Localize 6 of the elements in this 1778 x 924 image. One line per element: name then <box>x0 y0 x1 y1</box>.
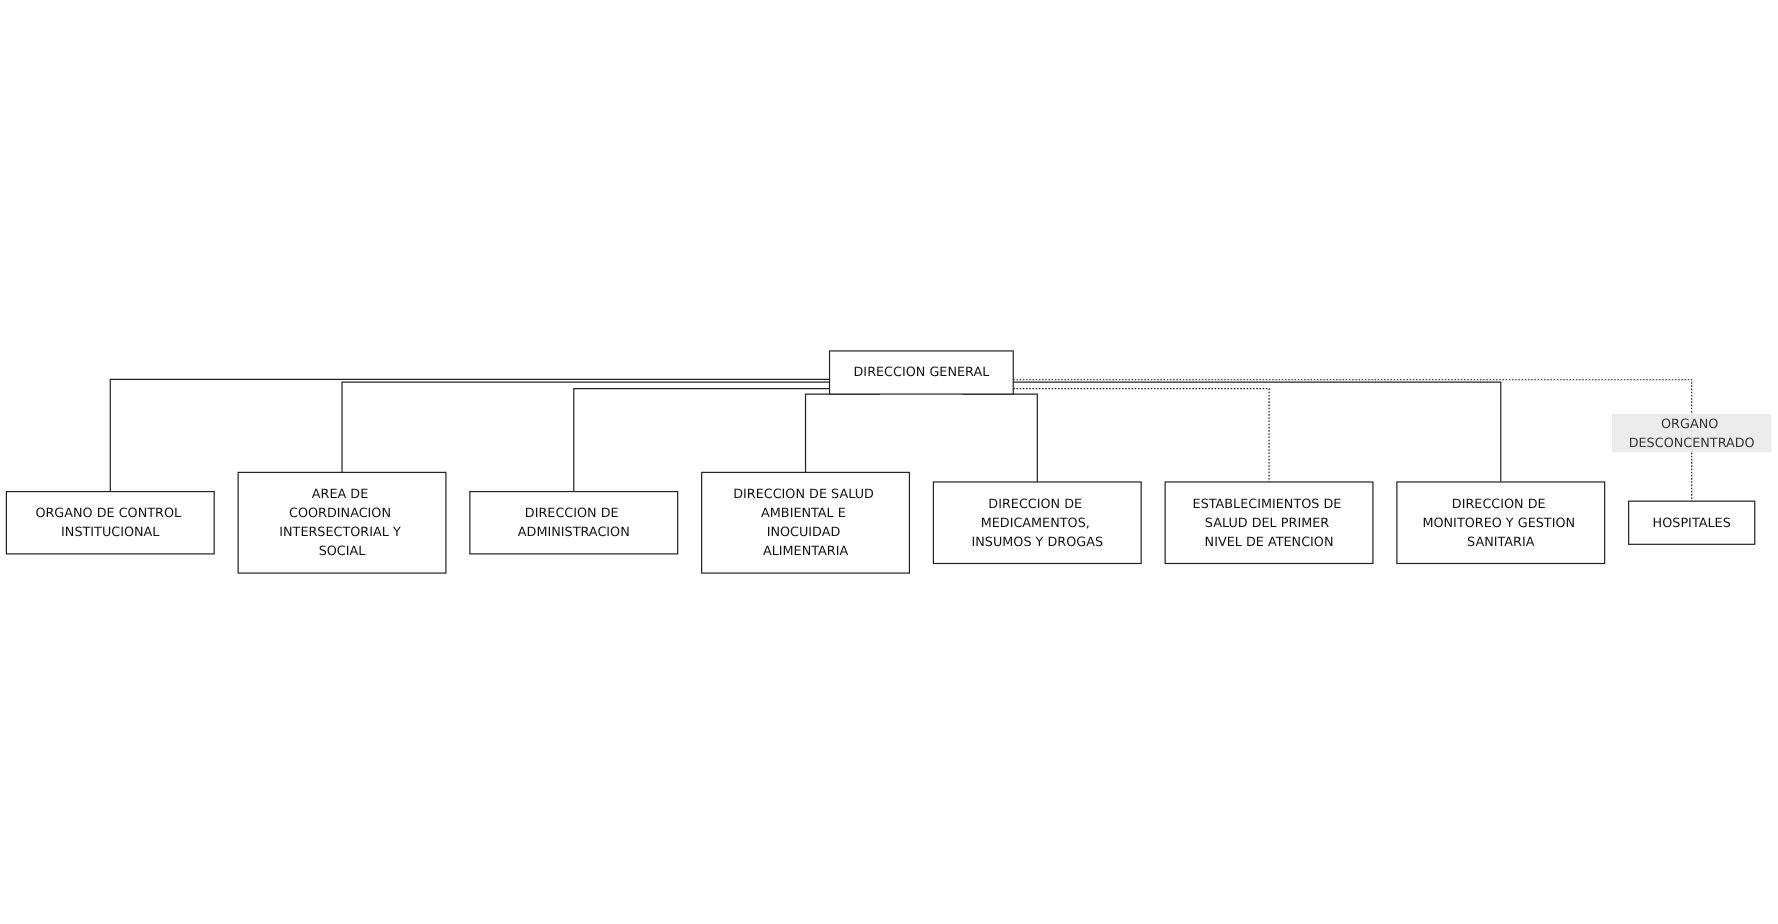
connector <box>1012 387 1270 483</box>
connector <box>573 387 831 493</box>
connector <box>1012 381 1502 483</box>
connector <box>1012 379 1693 502</box>
connector <box>109 378 831 493</box>
connector <box>341 381 831 473</box>
